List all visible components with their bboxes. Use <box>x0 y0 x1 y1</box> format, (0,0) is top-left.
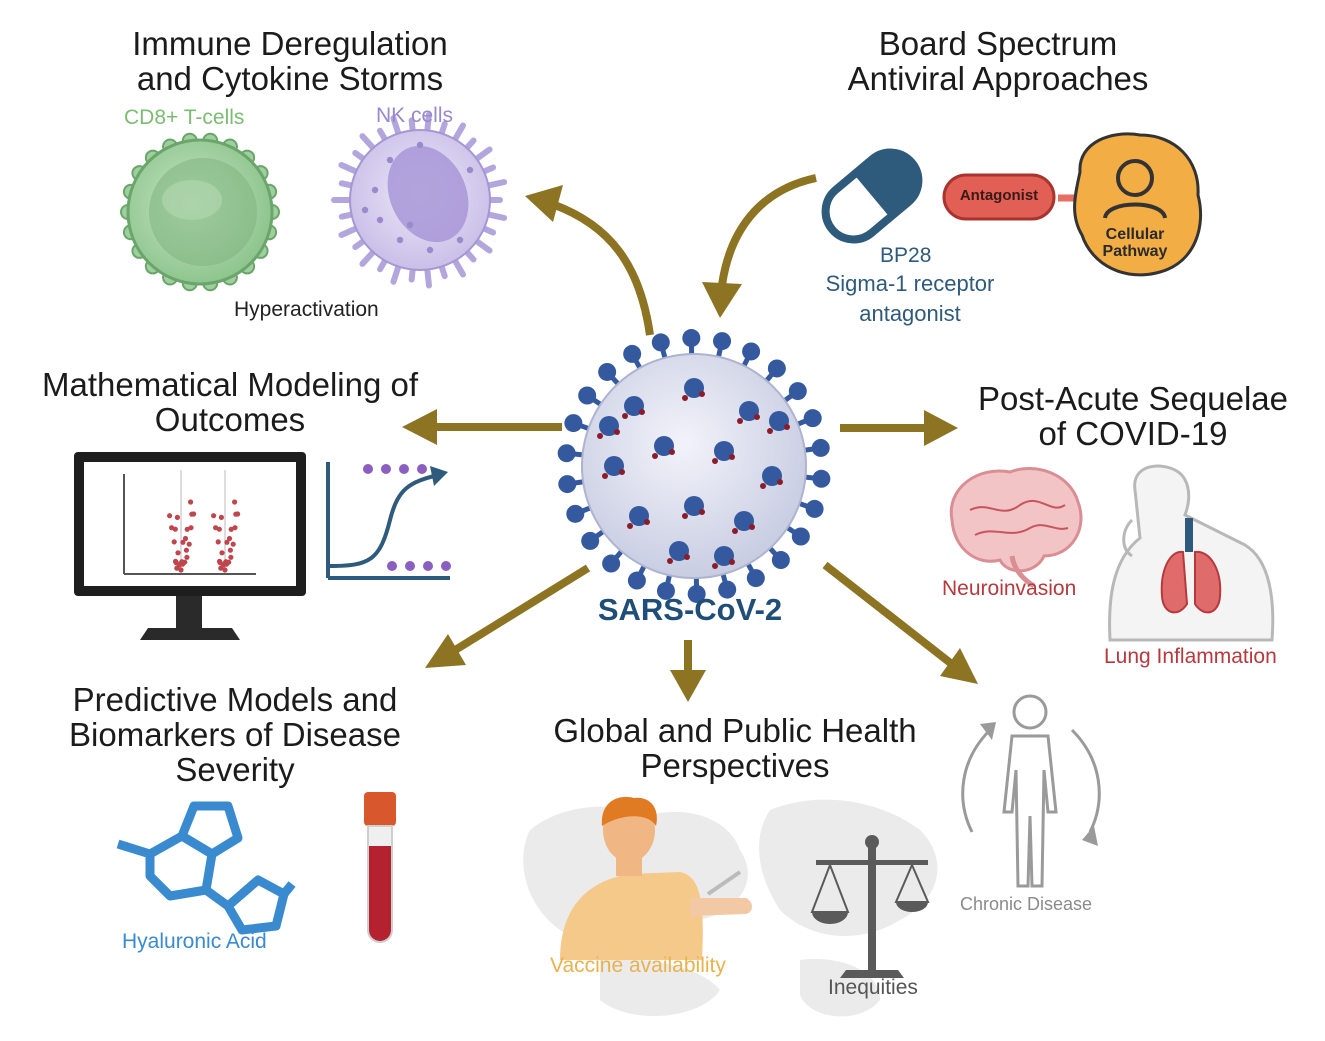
antiviral-title: Board Spectrum Antiviral Approaches <box>798 26 1198 96</box>
hyaluronic-label: Hyaluronic Acid <box>122 930 267 953</box>
pathway-line: Cellular <box>1105 226 1165 243</box>
predictive-title-line: Predictive Models and <box>72 681 398 718</box>
arrow-to-immune <box>525 185 654 336</box>
chronic-label: Chronic Disease <box>960 894 1093 914</box>
cellular-pathway-label: Cellular Pathway <box>1090 226 1180 260</box>
drug-description: Sigma-1 receptor antagonist <box>805 269 1015 329</box>
predictive-title-line: Severity <box>175 751 295 788</box>
drug-desc-line: Sigma-1 receptor <box>825 271 995 296</box>
t-cell-icon <box>120 132 280 292</box>
person-icon <box>1103 159 1167 219</box>
scales-icon <box>810 835 930 978</box>
cd8-label: CD8+ T-cells <box>124 106 245 129</box>
pathway-line: Pathway <box>1102 243 1168 260</box>
modeling-title-line: Outcomes <box>154 401 306 438</box>
pill-icon <box>821 148 923 244</box>
arrow-from-antiviral <box>702 174 817 318</box>
predictive-title-line: Biomarkers of Disease <box>69 716 401 753</box>
immune-title-line: and Cytokine Storms <box>136 60 444 97</box>
antagonist-label: Antagonist <box>959 187 1039 204</box>
antiviral-title-line: Board Spectrum <box>878 25 1118 62</box>
predictive-title: Predictive Models and Biomarkers of Dise… <box>30 682 440 787</box>
sigmoid-curve-icon <box>326 462 451 580</box>
global-title-line: Global and Public Health <box>553 712 917 749</box>
lungs-icon <box>1108 464 1275 642</box>
molecule-icon <box>116 801 296 935</box>
cellular-pathway-shape <box>1073 132 1203 277</box>
hyperactivation-label: Hyperactivation <box>234 298 379 321</box>
arrow-to-predictive <box>425 564 591 668</box>
arrow-to-modeling <box>402 409 562 445</box>
lung-inflammation-label: Lung Inflammation <box>1104 645 1277 668</box>
inequities-label: Inequities <box>828 976 918 999</box>
post-acute-title-line: of COVID-19 <box>1038 415 1228 452</box>
immune-title-line: Immune Deregulation <box>132 25 448 62</box>
vaccine-label: Vaccine availability <box>550 954 726 977</box>
virus-icon <box>557 329 831 603</box>
neuroinvasion-label: Neuroinvasion <box>942 577 1077 600</box>
arrow-to-post-acute <box>840 410 958 446</box>
arrow-to-global <box>670 640 706 702</box>
brain-icon <box>949 467 1083 589</box>
arrows <box>402 174 978 702</box>
immune-title: Immune Deregulation and Cytokine Storms <box>90 26 490 96</box>
antiviral-title-line: Antiviral Approaches <box>847 60 1149 97</box>
scatter-plot-icon <box>123 470 256 575</box>
post-acute-title-line: Post-Acute Sequelae <box>977 380 1289 417</box>
arrow-to-chronic <box>822 561 978 684</box>
post-acute-title: Post-Acute Sequelae of COVID-19 <box>948 381 1318 451</box>
global-title-line: Perspectives <box>640 747 830 784</box>
nk-label: NK cells <box>376 104 454 127</box>
virus-label: SARS-CoV-2 <box>597 592 783 627</box>
modeling-title-line: Mathematical Modeling of <box>41 366 419 403</box>
antagonist-badge <box>942 173 1056 221</box>
global-title: Global and Public Health Perspectives <box>520 713 950 783</box>
drug-desc-line: antagonist <box>859 301 961 326</box>
blood-tube-icon <box>364 792 396 943</box>
monitor-icon <box>74 452 306 640</box>
human-body-icon <box>961 694 1101 888</box>
vaccination-icon <box>560 796 752 960</box>
drug-label: BP28 <box>880 244 932 267</box>
nk-cell-icon <box>331 111 508 289</box>
modeling-title: Mathematical Modeling of Outcomes <box>10 367 450 437</box>
